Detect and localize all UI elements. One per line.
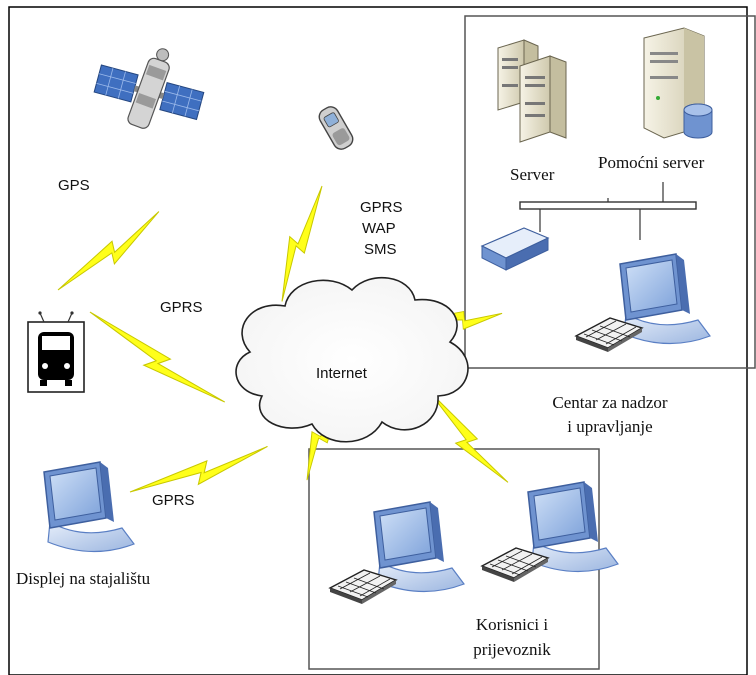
- mobile-phone-icon: [318, 106, 354, 150]
- lightning-display: [129, 410, 269, 529]
- server-label: Server: [510, 165, 555, 184]
- users-label-line1: Korisnici i: [476, 615, 549, 634]
- display-gprs-label: GPRS: [152, 492, 195, 509]
- lan-bus: [519, 182, 697, 240]
- internet-label: Internet: [316, 365, 368, 382]
- satellite-icon: [93, 48, 205, 129]
- wap-label: WAP: [362, 220, 396, 237]
- control-center-label-line2: i upravljanje: [567, 417, 652, 436]
- server-rack-icon: [497, 39, 567, 143]
- internet-cloud: [235, 276, 469, 443]
- users-label-line2: prijevoznik: [473, 640, 551, 659]
- bus-gprs-label: GPRS: [160, 299, 203, 316]
- stop-display-label: Displej na stajalištu: [16, 569, 151, 588]
- lightning-bus-gprs: [75, 311, 240, 403]
- router-icon: [480, 227, 550, 271]
- phone-gprs-label: GPRS: [360, 199, 403, 216]
- outer-frame: [8, 6, 748, 675]
- stop-display-monitor-icon: [43, 461, 135, 553]
- bus-icon: [27, 311, 85, 393]
- control-center-label-line1: Centar za nadzor: [552, 393, 667, 412]
- sms-label: SMS: [364, 241, 397, 258]
- backup-server-label: Pomoćni server: [598, 153, 705, 172]
- gps-label: GPS: [58, 177, 90, 194]
- lightning-gps: [57, 187, 160, 314]
- backup-server-icon: [643, 27, 713, 139]
- control-center-box: [464, 15, 756, 369]
